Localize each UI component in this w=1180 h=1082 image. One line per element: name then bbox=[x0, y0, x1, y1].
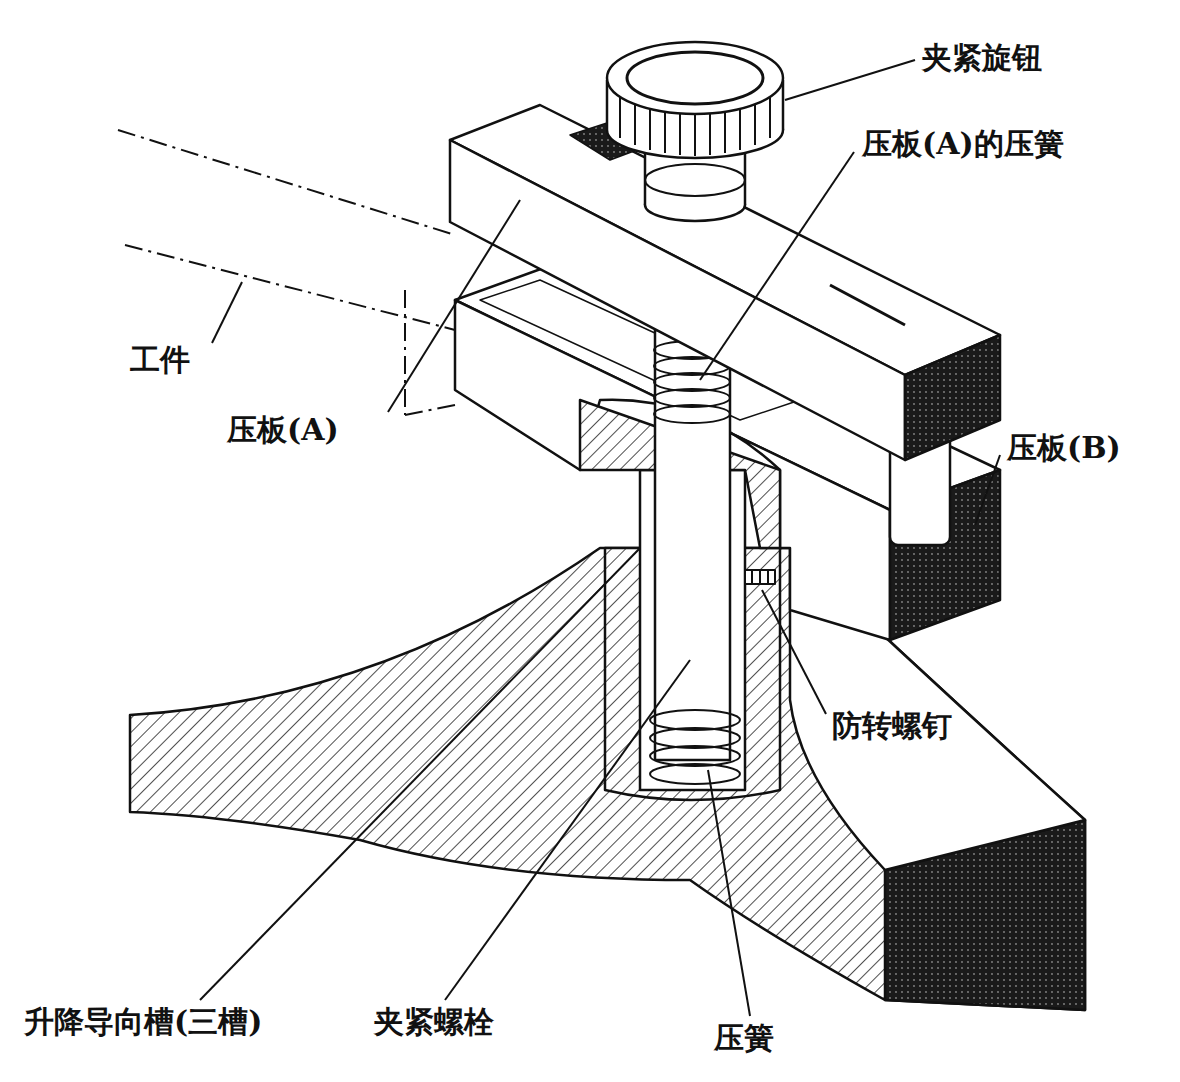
part-label: 夹紧螺栓 bbox=[372, 1004, 496, 1040]
part-label: 防转螺钉 bbox=[830, 708, 954, 744]
part-label: 升降导向槽(三槽) bbox=[22, 1004, 264, 1040]
part-label: 工件 bbox=[128, 342, 192, 378]
part-label: 压簧 bbox=[712, 1020, 776, 1056]
part-label: 压板(B) bbox=[1005, 430, 1123, 466]
part-label: 夹紧旋钮 bbox=[920, 40, 1044, 76]
part-label: 压板(A)的压簧 bbox=[860, 126, 1066, 162]
part-label: 压板(A) bbox=[225, 412, 341, 448]
